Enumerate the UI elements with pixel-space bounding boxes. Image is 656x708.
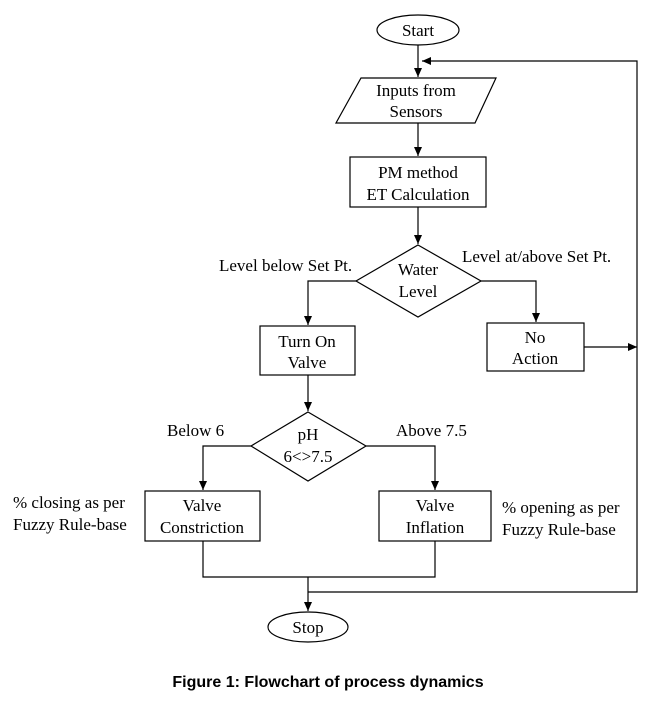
stop-label: Stop [292, 618, 323, 637]
ph-decision: pH 6<>7.5 [249, 411, 368, 482]
edge-ph-inflation [366, 445, 439, 490]
water-line2: Level [399, 282, 438, 301]
turnon-line2: Valve [288, 353, 327, 372]
label-below-6: Below 6 [167, 421, 224, 440]
inflation-line1: Valve [416, 496, 455, 515]
pm-line2: ET Calculation [366, 185, 470, 204]
stop-node: Stop [267, 611, 349, 643]
annotation-opening-line1: % opening as per [502, 498, 620, 517]
constriction-line2: Constriction [160, 518, 245, 537]
pm-method-node: PM method ET Calculation [349, 156, 487, 208]
edge-ph-constriction [199, 445, 251, 490]
edges [199, 45, 638, 611]
inputs-line1: Inputs from [376, 81, 456, 100]
no-action-node: No Action [486, 322, 585, 372]
ph-line1: pH [298, 425, 319, 444]
annotation-opening-line2: Fuzzy Rule-base [502, 520, 616, 539]
label-above-7-5: Above 7.5 [396, 421, 467, 440]
inputs-node: Inputs from Sensors [334, 77, 497, 124]
turnon-line1: Turn On [278, 332, 336, 351]
water-level-decision: Water Level [354, 244, 483, 318]
valve-inflation-node: Valve Inflation [378, 490, 492, 542]
noaction-line2: Action [512, 349, 559, 368]
annotation-closing-line2: Fuzzy Rule-base [13, 515, 127, 534]
pm-line1: PM method [378, 163, 458, 182]
constriction-line1: Valve [183, 496, 222, 515]
water-line1: Water [398, 260, 438, 279]
valve-constriction-node: Valve Constriction [144, 490, 261, 542]
annotation-closing-line1: % closing as per [13, 493, 125, 512]
inflation-line2: Inflation [406, 518, 465, 537]
edge-constriction-merge [202, 541, 436, 578]
inputs-line2: Sensors [390, 102, 443, 121]
turn-on-valve-node: Turn On Valve [259, 325, 356, 376]
edge-water-noaction [481, 280, 540, 322]
edge-feedback-loop [308, 57, 638, 593]
start-label: Start [402, 21, 434, 40]
start-node: Start [376, 14, 460, 46]
ph-line2: 6<>7.5 [284, 447, 333, 466]
edge-water-turnon [304, 280, 356, 325]
figure-caption: Figure 1: Flowchart of process dynamics [172, 674, 484, 691]
label-level-above: Level at/above Set Pt. [462, 247, 611, 266]
label-level-below: Level below Set Pt. [219, 256, 352, 275]
noaction-line1: No [525, 328, 546, 347]
